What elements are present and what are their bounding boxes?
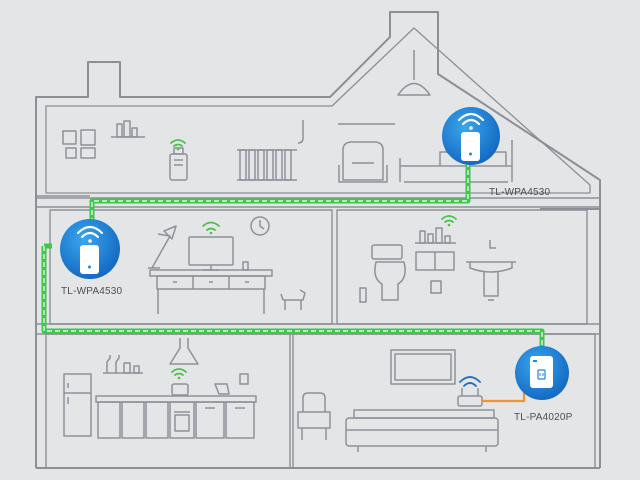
living-room-furniture bbox=[297, 349, 499, 452]
desk-lamp bbox=[151, 225, 177, 269]
picture-frame bbox=[65, 147, 77, 159]
picture-frame bbox=[80, 147, 96, 159]
kitchen-counter bbox=[95, 395, 257, 403]
plug-icon bbox=[537, 369, 546, 380]
dog bbox=[280, 289, 306, 310]
ethernet-cable bbox=[482, 384, 526, 403]
office-furniture bbox=[148, 216, 306, 314]
speaker bbox=[169, 153, 188, 181]
wifi-icon bbox=[457, 112, 485, 130]
powerline-wifi-adapter-office[interactable] bbox=[60, 219, 120, 279]
powerline-wifi-adapter-attic[interactable] bbox=[442, 107, 500, 165]
faucet bbox=[489, 240, 496, 249]
kettle bbox=[214, 383, 230, 395]
wifi-icon bbox=[170, 139, 186, 151]
tv bbox=[390, 349, 456, 385]
picture-frame bbox=[80, 129, 96, 146]
roof-outline bbox=[35, 11, 601, 210]
wifi-icon bbox=[171, 368, 187, 380]
attic-furniture bbox=[62, 50, 513, 183]
pendant-lamp bbox=[397, 82, 431, 96]
powerline-path bbox=[41, 162, 545, 348]
tv-console bbox=[353, 409, 495, 419]
wifi-icon bbox=[202, 221, 220, 235]
bathroom-furniture bbox=[359, 227, 516, 303]
device-label-attic: TL-WPA4530 bbox=[489, 187, 551, 198]
monitor bbox=[188, 236, 234, 266]
desk bbox=[149, 269, 273, 277]
armchair bbox=[342, 141, 384, 181]
wifi-icon bbox=[76, 225, 104, 243]
device-label-living: TL-PA4020P bbox=[514, 412, 573, 423]
toilet-bowl bbox=[374, 261, 406, 301]
range-hood bbox=[169, 338, 199, 365]
sofa bbox=[345, 417, 499, 447]
device-label-office: TL-WPA4530 bbox=[61, 286, 123, 297]
house-structure bbox=[35, 11, 601, 469]
chair bbox=[302, 392, 326, 412]
fridge bbox=[63, 373, 92, 437]
powerline-adapter-living[interactable] bbox=[515, 346, 569, 400]
toilet-tank bbox=[371, 244, 403, 260]
living-room bbox=[292, 333, 596, 469]
picture-frame bbox=[62, 130, 77, 145]
kitchen bbox=[45, 333, 291, 469]
router-icon bbox=[457, 395, 483, 407]
router-wifi-icon bbox=[459, 376, 481, 387]
roof-inner bbox=[45, 27, 591, 194]
clock-icon bbox=[250, 216, 270, 236]
sink bbox=[466, 261, 516, 273]
attic-floor bbox=[35, 197, 601, 208]
wifi-icon bbox=[441, 215, 457, 227]
kitchen-furniture bbox=[63, 338, 257, 439]
